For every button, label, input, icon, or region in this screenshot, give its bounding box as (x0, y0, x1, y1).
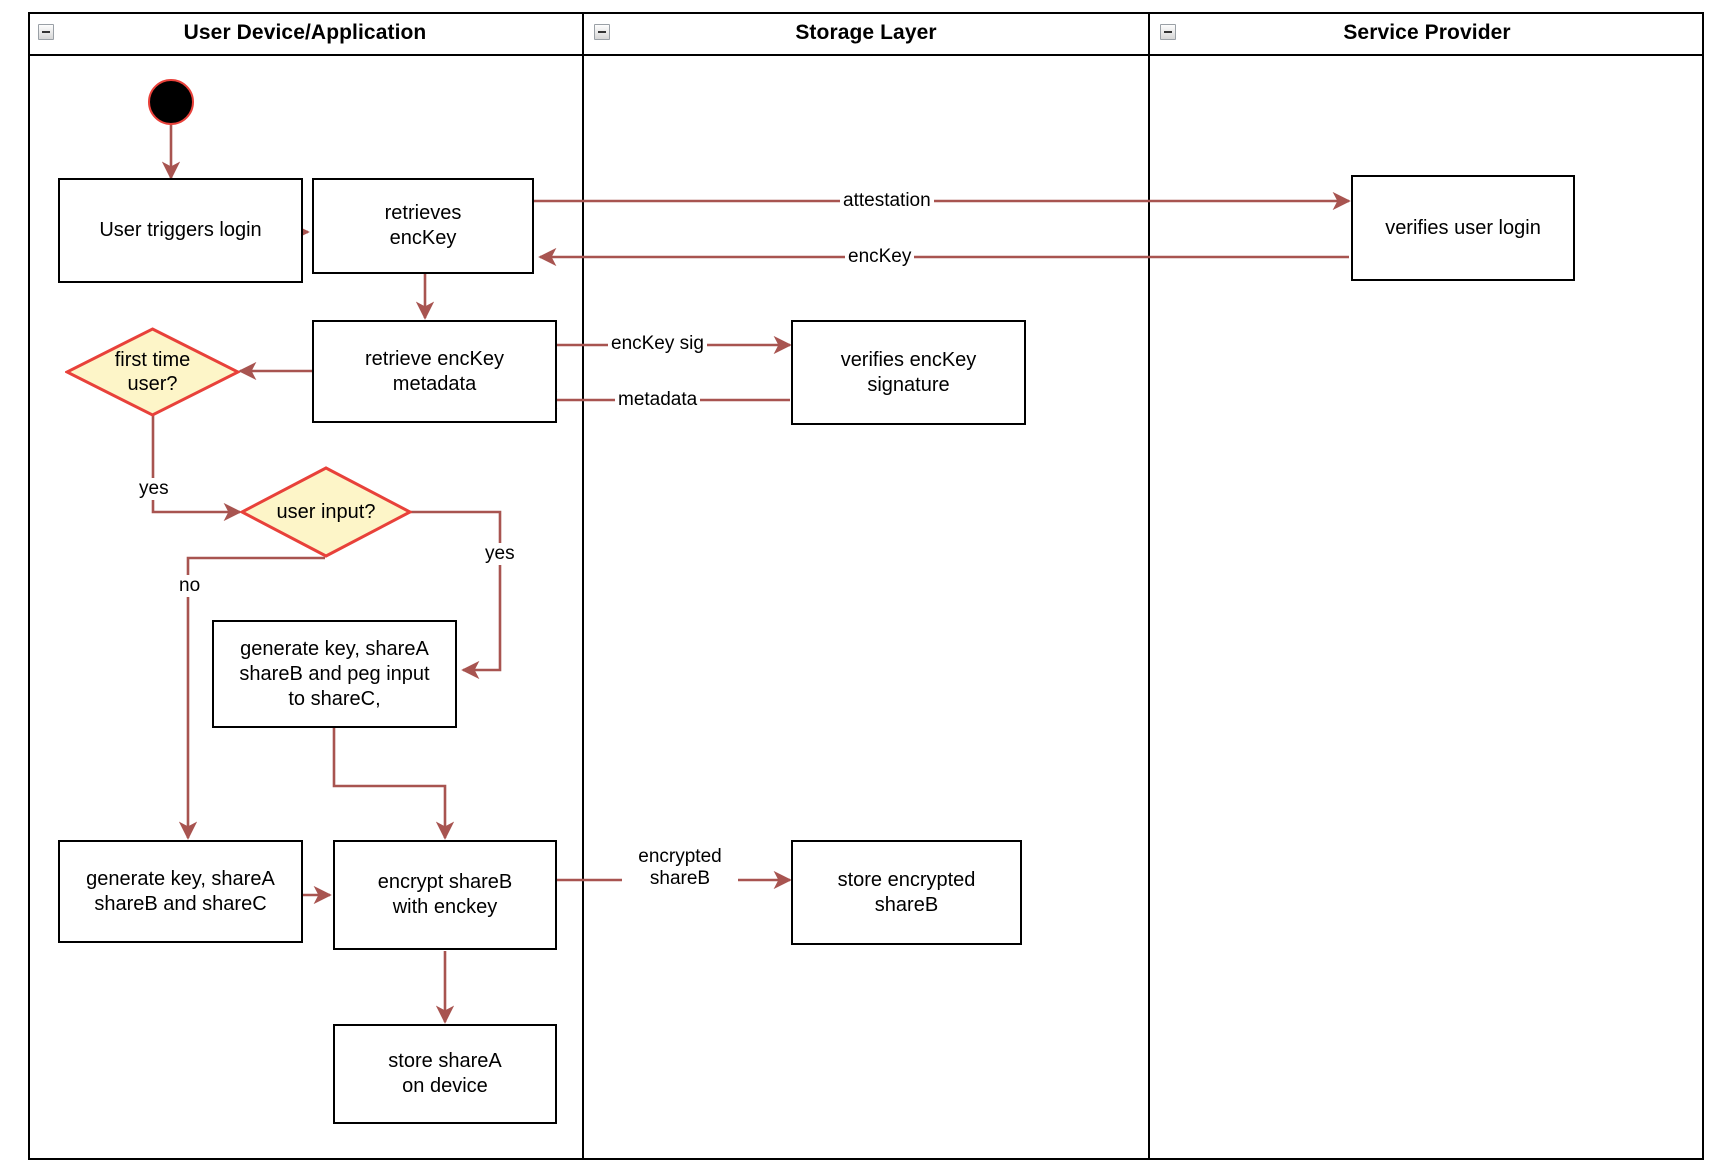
collapse-minus-icon[interactable] (594, 24, 610, 40)
activity-store-sharea-on-device[interactable]: store shareA on device (333, 1024, 557, 1124)
edge-label-encrypted-shareb: encrypted shareB (622, 846, 738, 890)
lane-title-service-provider: Service Provider (1343, 21, 1511, 44)
activity-label: verifies user login (1385, 216, 1541, 239)
edge-label-no-user-input: no (176, 575, 204, 597)
activity-label: verifies encKey signature (840, 348, 977, 396)
collapse-minus-icon[interactable] (38, 24, 54, 40)
activity-label: store shareA on device (388, 1050, 502, 1097)
activity-label: encrypt shareB with enckey (377, 871, 513, 918)
lane-header-storage-layer[interactable]: Storage Layer (584, 12, 1150, 56)
initial-node[interactable] (148, 79, 194, 125)
lane-header-service-provider[interactable]: Service Provider (1150, 12, 1704, 56)
activity-verifies-user-login[interactable]: verifies user login (1351, 175, 1575, 281)
activity-generate-shares[interactable]: generate key, shareA shareB and shareC (58, 840, 303, 943)
activity-label: store encrypted shareB (837, 868, 976, 916)
lane-header-user-device[interactable]: User Device/Application (28, 12, 584, 56)
activity-label: retrieve encKey metadata (365, 347, 504, 395)
edge-label-enckey-sig: encKey sig (608, 333, 707, 355)
activity-retrieve-enckey-metadata[interactable]: retrieve encKey metadata (312, 320, 557, 423)
collapse-minus-icon[interactable] (1160, 24, 1176, 40)
decision-first-time-user[interactable]: first time user? (65, 327, 240, 417)
activity-label: generate key, shareA shareB and peg inpu… (239, 637, 430, 710)
lane-body-user-device (28, 56, 584, 1160)
swimlane-frame (28, 12, 1704, 1160)
edge-label-yes-first-time: yes (136, 478, 172, 500)
decision-user-input[interactable]: user input? (240, 466, 412, 558)
lane-body-storage-layer (584, 56, 1150, 1160)
activity-label: User triggers login (99, 219, 262, 241)
edge-label-metadata: metadata (615, 389, 701, 411)
activity-store-encrypted-shareb[interactable]: store encrypted shareB (791, 840, 1022, 945)
activity-retrieves-enckey[interactable]: retrieves encKey (312, 178, 534, 274)
edge-label-enckey: encKey (845, 246, 915, 268)
activity-verifies-enckey-signature[interactable]: verifies encKey signature (791, 320, 1026, 425)
activity-label: generate key, shareA shareB and shareC (86, 867, 275, 915)
activity-label: retrieves encKey (384, 202, 462, 249)
activity-generate-peg-input[interactable]: generate key, shareA shareB and peg inpu… (212, 620, 457, 728)
activity-encrypt-shareb[interactable]: encrypt shareB with enckey (333, 840, 557, 950)
edge-label-yes-user-input: yes (482, 543, 518, 565)
edge-label-attestation: attestation (840, 190, 934, 212)
lane-title-user-device: User Device/Application (183, 21, 427, 44)
lane-title-storage-layer: Storage Layer (795, 21, 937, 44)
activity-user-triggers-login[interactable]: User triggers login (58, 178, 303, 283)
